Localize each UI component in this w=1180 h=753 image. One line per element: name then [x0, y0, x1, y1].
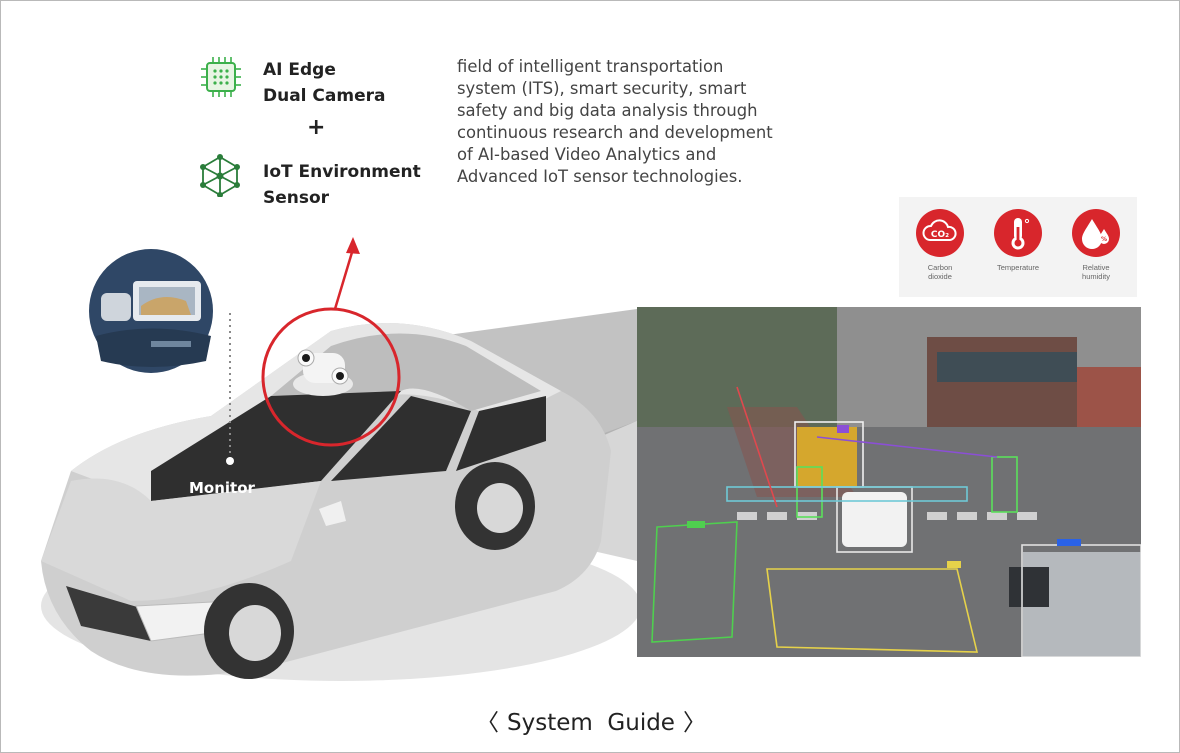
camera-highlight-circle	[261, 307, 401, 447]
chip-icon	[201, 57, 241, 97]
sensor-temperature: Temperature	[983, 209, 1053, 272]
sensor-feature-line1: IoT Environment	[263, 162, 421, 182]
description-line: continuous research and development	[457, 123, 773, 142]
description-line: field of intelligent transportation	[457, 57, 724, 76]
sensor-feature-line2: Sensor	[263, 188, 330, 208]
car-body	[41, 323, 611, 679]
humidity-glyph: %	[1101, 236, 1107, 243]
car-interior-icon	[89, 249, 213, 373]
camera-feature-line1: AI Edge	[263, 60, 336, 80]
co2-glyph: CO₂	[931, 230, 949, 240]
network-icon	[200, 154, 240, 197]
monitor-label: Monitor	[189, 479, 255, 497]
edge-camera-device	[293, 349, 353, 396]
monitor-point	[226, 457, 234, 465]
co2-cloud-icon: CO₂	[916, 209, 964, 257]
description-line: of AI-based Video Analytics and	[457, 145, 717, 164]
description-line: system (ITS), smart security, smart	[457, 79, 747, 98]
caption-close-bracket: 〉	[682, 710, 706, 736]
description-paragraph: field of intelligent transportation syst…	[457, 56, 867, 188]
caption-text: System Guide	[507, 710, 675, 736]
pointer-arrow-head	[346, 237, 360, 254]
figure-caption: 〈 System Guide 〉	[1, 703, 1179, 737]
plus-sign: +	[307, 115, 326, 140]
sensor-label: Relative	[1082, 263, 1110, 272]
sensor-label: Temperature	[996, 263, 1040, 272]
sensor-label: humidity	[1082, 272, 1110, 281]
sensor-label: dioxide	[928, 272, 952, 281]
humidity-drop-icon: %	[1072, 209, 1120, 257]
thermometer-icon	[994, 209, 1042, 257]
description-line: safety and big data analysis through	[457, 101, 758, 120]
caption-open-bracket: 〈	[476, 710, 500, 736]
camera-feature-label: AI Edge Dual Camera	[263, 57, 385, 109]
video-analytics-view	[637, 307, 1141, 657]
pointer-arrow	[333, 248, 355, 310]
description-line: Advanced IoT sensor technologies.	[457, 167, 743, 186]
sensor-label: Carbon	[927, 263, 953, 272]
sensor-feature-label: IoT Environment Sensor	[263, 159, 421, 211]
camera-feature-line2: Dual Camera	[263, 86, 386, 106]
